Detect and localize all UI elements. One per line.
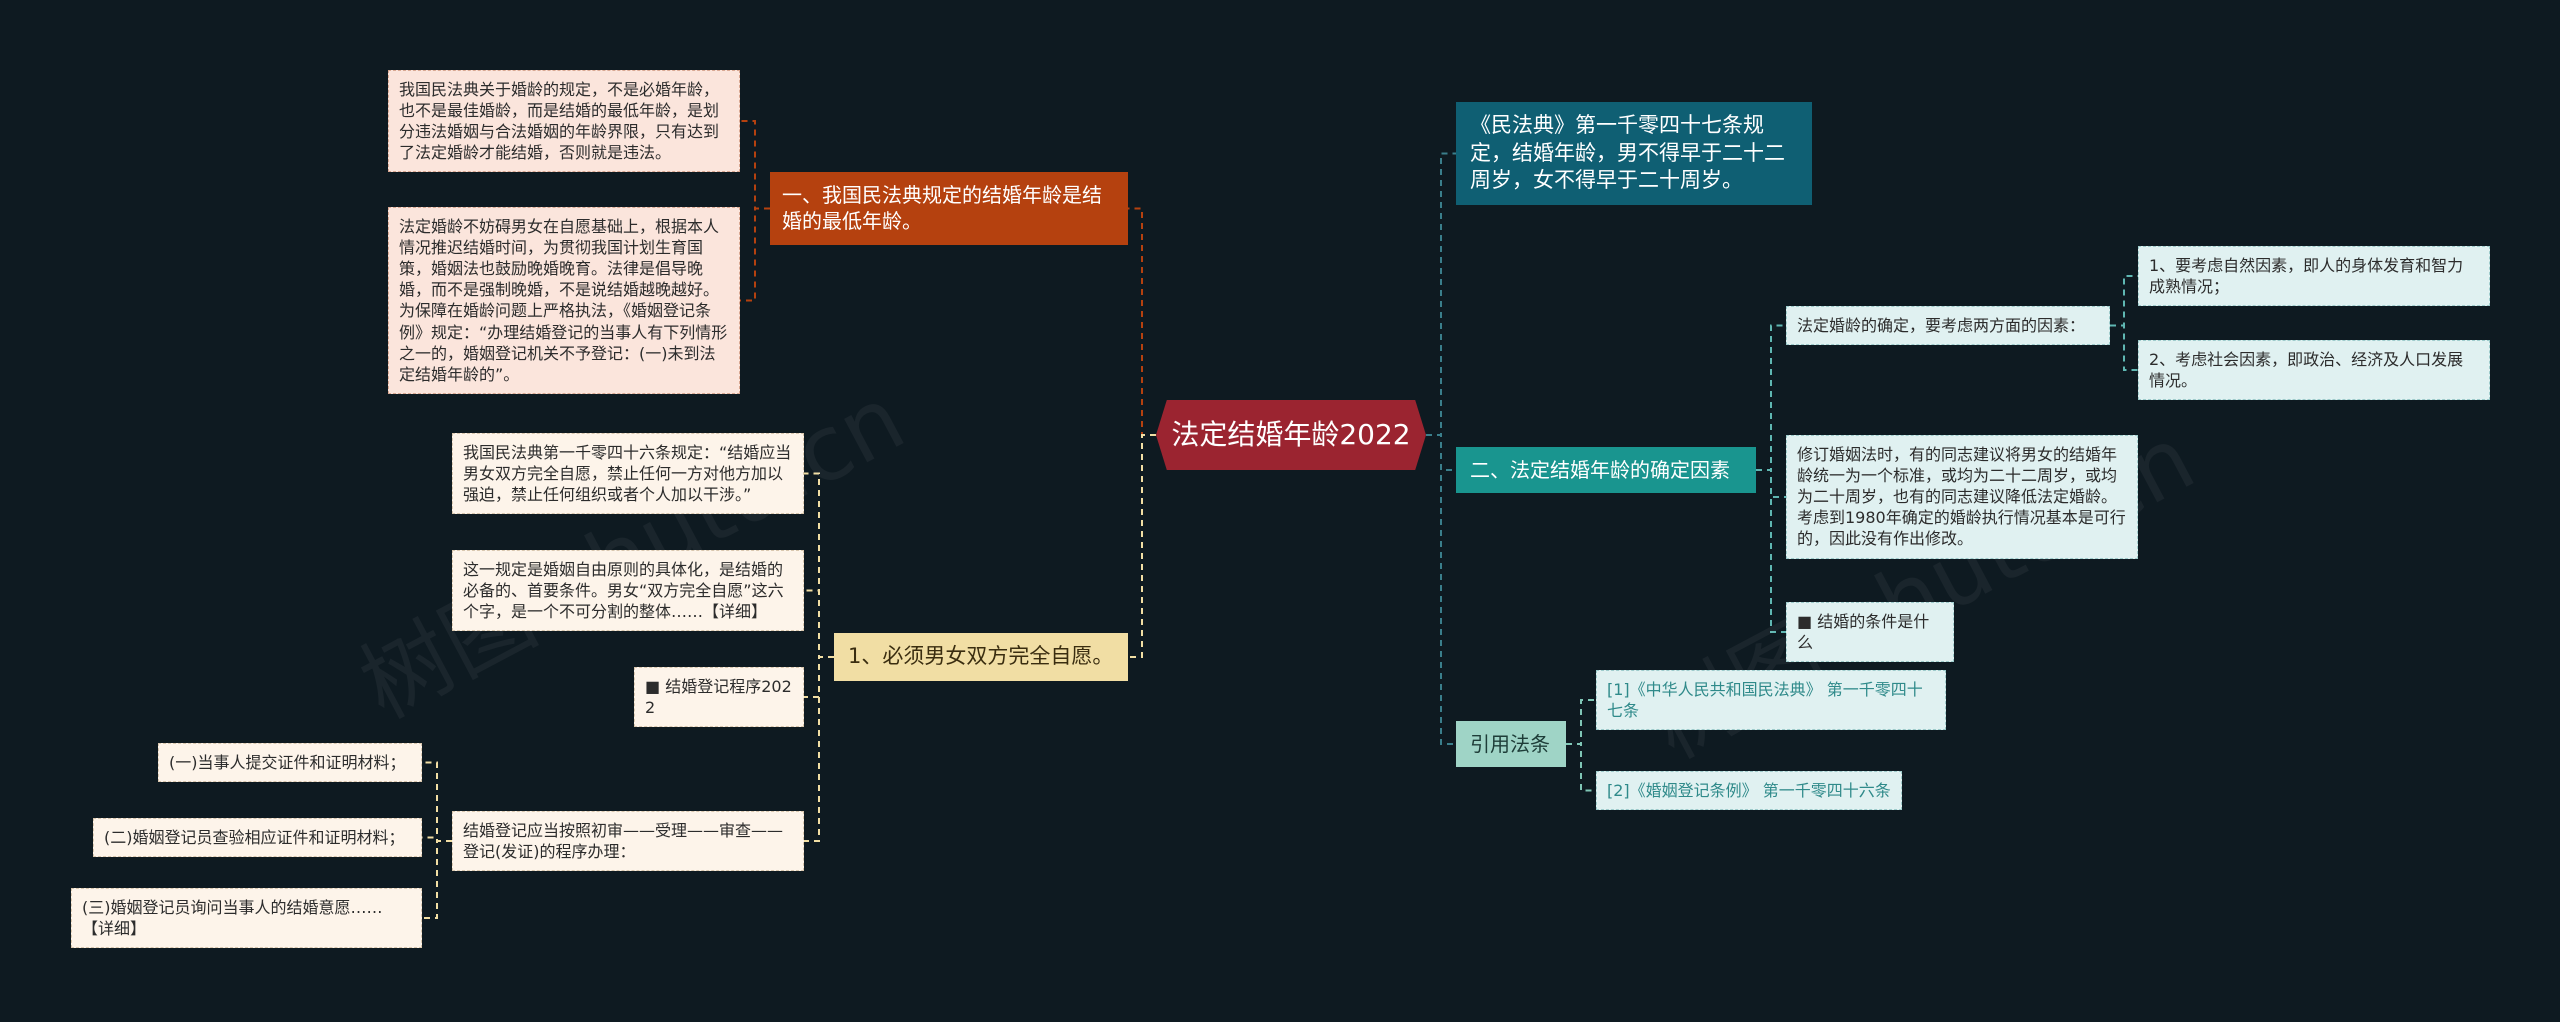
cited-law-1[interactable]: [1]《中华人民共和国民法典》 第一千零四十七条	[1596, 670, 1946, 731]
connector-line	[1426, 152, 1456, 436]
connector-line	[740, 207, 770, 302]
registration-procedure[interactable]: 结婚登记应当按照初审——受理——审查——登记(发证)的程序办理：	[452, 811, 804, 872]
factor-social[interactable]: 2、考虑社会因素，即政治、经济及人口发展情况。	[2138, 340, 2490, 401]
min-age-detail-1[interactable]: 我国民法典关于婚龄的规定，不是必婚年龄，也不是最佳婚龄，而是结婚的最低年龄，是划…	[388, 70, 740, 173]
connector-line	[1566, 743, 1596, 792]
connector-line	[1128, 434, 1156, 658]
revision-note[interactable]: 修订婚姻法时，有的同志建议将男女的结婚年龄统一为一个标准，或均为二十二周岁，或均…	[1786, 435, 2138, 559]
factors-intro[interactable]: 法定婚龄的确定，要考虑两方面的因素：	[1786, 306, 2110, 346]
registration-procedure-link[interactable]: ■ 结婚登记程序2022	[634, 667, 804, 728]
connector-line	[804, 656, 834, 842]
connector-line	[804, 472, 834, 658]
voluntary-detail-1[interactable]: 我国民法典第一千零四十六条规定：“结婚应当男女双方完全自愿，禁止任何一方对他方加…	[452, 433, 804, 515]
min-age-detail-2[interactable]: 法定婚龄不妨碍男女在自愿基础上，根据本人情况推迟结婚时间，为贯彻我国计划生育国策…	[388, 207, 740, 394]
factor-natural[interactable]: 1、要考虑自然因素，即人的身体发育和智力成熟情况；	[2138, 246, 2490, 307]
branch-min-age[interactable]: 一、我国民法典规定的结婚年龄是结婚的最低年龄。	[770, 172, 1128, 245]
voluntary-detail-2[interactable]: 这一规定是婚姻自由原则的具体化，是结婚的必备的、首要条件。男女“双方完全自愿”这…	[452, 550, 804, 632]
connector-line	[422, 761, 452, 842]
procedure-step-2[interactable]: (二)婚姻登记员查验相应证件和证明材料；	[93, 818, 422, 858]
connector-line	[2110, 275, 2138, 327]
connector-line	[1426, 434, 1456, 745]
procedure-step-1[interactable]: (一)当事人提交证件和证明材料；	[158, 743, 422, 783]
branch-cited-laws[interactable]: 引用法条	[1456, 721, 1566, 768]
connector-line	[2110, 324, 2138, 371]
connector-line	[1756, 324, 1786, 471]
branch-voluntary[interactable]: 1、必须男女双方完全自愿。	[834, 633, 1128, 681]
connector-line	[740, 120, 770, 210]
connector-line	[1756, 469, 1786, 498]
connector-line	[422, 836, 452, 842]
connector-line	[1566, 699, 1596, 745]
branch-age-factors[interactable]: 二、法定结婚年龄的确定因素	[1456, 447, 1756, 494]
cited-law-2[interactable]: [2]《婚姻登记条例》 第一千零四十六条	[1596, 771, 1902, 811]
marriage-conditions-link[interactable]: ■ 结婚的条件是什么	[1786, 602, 1954, 663]
connector-line	[1426, 434, 1456, 471]
root-topic[interactable]: 法定结婚年龄2022	[1156, 400, 1426, 470]
connector-line	[1128, 207, 1156, 436]
connector-line	[804, 589, 834, 658]
connector-line	[1756, 469, 1786, 633]
procedure-step-3[interactable]: (三)婚姻登记员询问当事人的结婚意愿……【详细】	[71, 888, 422, 949]
branch-civil-code-1047[interactable]: 《民法典》第一千零四十七条规定，结婚年龄，男不得早于二十二周岁，女不得早于二十周…	[1456, 102, 1812, 206]
connector-line	[422, 840, 452, 919]
